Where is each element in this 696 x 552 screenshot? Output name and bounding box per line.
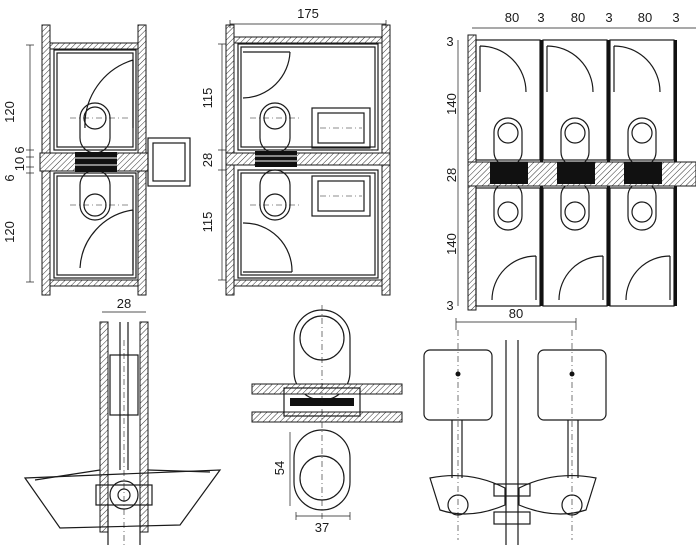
elevation	[423, 318, 607, 545]
plan-c-dim-g2: 3	[605, 10, 612, 25]
plan-a	[26, 24, 191, 296]
plan-c-dim-top-wall: 3	[446, 34, 453, 49]
plan-b-dim-width: 175	[297, 6, 319, 21]
plan-a-dim-top: 120	[2, 101, 17, 123]
plan-c-dim-w1: 80	[505, 10, 519, 25]
plan-c-dim-mid: 28	[444, 168, 459, 182]
section-a-dim: 28	[117, 296, 131, 311]
plan-a-dim-bottom: 120	[2, 221, 17, 243]
plan-a-dim-6b: 6	[2, 174, 17, 181]
plan-b	[218, 20, 391, 296]
plan-a-dim-6a: 6	[12, 146, 27, 153]
plan-c-dim-g3: 3	[672, 10, 679, 25]
detail	[251, 305, 403, 520]
plan-b-dim-mid: 28	[200, 153, 215, 167]
elevation-dim: 80	[509, 306, 523, 321]
plan-c-dim-bottom-wall: 3	[446, 298, 453, 313]
detail-dim-height: 54	[272, 461, 287, 475]
plan-b-dim-bottom: 115	[200, 212, 215, 233]
plan-b-dim-top: 115	[200, 88, 215, 109]
plan-c-dim-upper: 140	[444, 93, 459, 115]
plan-c-dim-w3: 80	[638, 10, 652, 25]
section-a	[23, 311, 222, 545]
plan-c-dim-g1: 3	[537, 10, 544, 25]
plan-c	[457, 27, 696, 311]
plan-c-dim-lower: 140	[444, 233, 459, 255]
detail-dim-width: 37	[315, 520, 329, 535]
plan-c-dim-w2: 80	[571, 10, 585, 25]
plan-a-dim-10: 10	[12, 157, 27, 171]
